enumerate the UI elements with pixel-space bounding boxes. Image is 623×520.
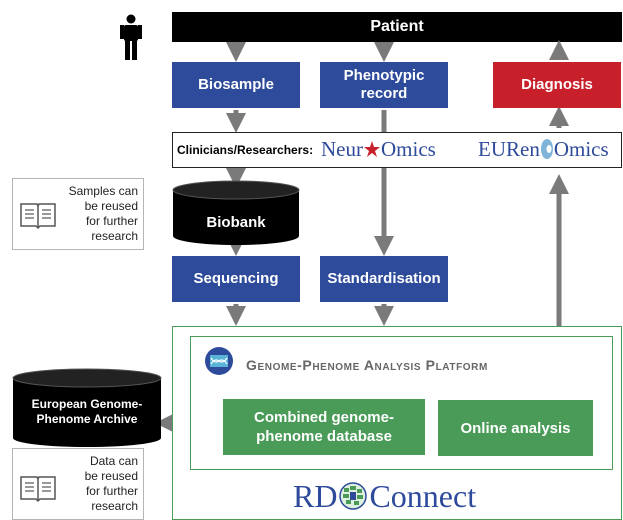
standardisation-box: Standardisation xyxy=(320,256,448,302)
open-book-icon xyxy=(20,476,56,503)
person-icon xyxy=(120,14,142,60)
diagnosis-box: Diagnosis xyxy=(493,62,621,108)
patient-bar: Patient xyxy=(172,12,622,42)
online-analysis-box: Online analysis xyxy=(438,400,593,456)
dna-icon xyxy=(205,347,233,375)
kidney-icon xyxy=(540,139,553,159)
samples-note-text: Samples can be reused for further resear… xyxy=(68,184,138,243)
clinicians-label: Clinicians/Researchers: xyxy=(177,143,314,157)
biosample-box: Biosample xyxy=(172,62,300,108)
sequencing-box: Sequencing xyxy=(172,256,300,302)
neuromics-star-icon xyxy=(363,141,380,157)
phenotypic-record-box: Phenotypic record xyxy=(320,62,448,108)
biobank-cylinder xyxy=(172,180,300,245)
data-note-text: Data can be reused for further research xyxy=(84,454,138,513)
globe-icon xyxy=(339,482,368,510)
combined-database-box: Combined genome-phenome database xyxy=(223,399,425,455)
ega-cylinder xyxy=(12,368,162,447)
ega-label: European Genome- Phenome Archive xyxy=(31,397,143,426)
biobank-label: Biobank xyxy=(206,214,266,231)
open-book-icon xyxy=(20,203,56,230)
rd-connect-logo: RD Connect xyxy=(293,478,477,514)
samples-reuse-note: Samples can be reused for further resear… xyxy=(12,178,144,250)
platform-title: Genome-Phenome Analysis Platform xyxy=(246,357,488,373)
data-reuse-note: Data can be reused for further research xyxy=(12,448,144,520)
patient-label: Patient xyxy=(370,18,424,35)
